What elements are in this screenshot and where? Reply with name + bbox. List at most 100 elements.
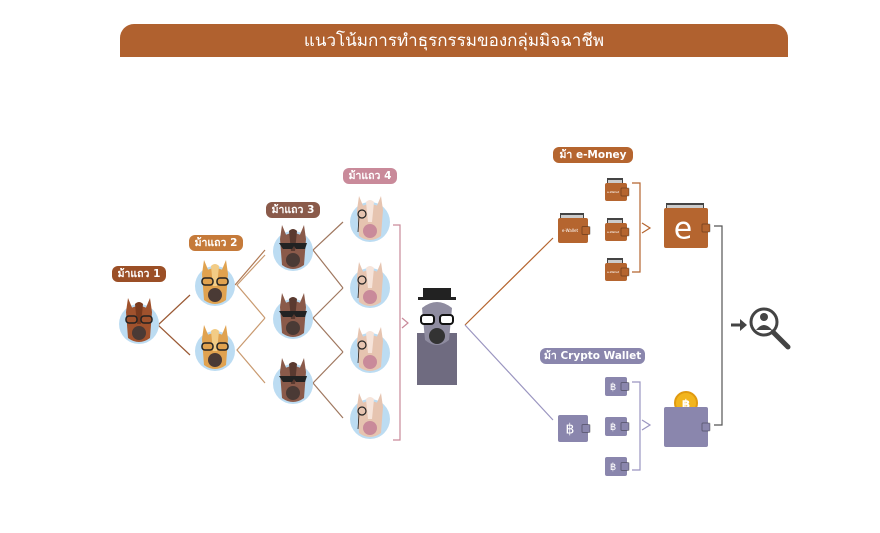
horse-avatar xyxy=(119,298,159,344)
wallet-body xyxy=(664,208,708,248)
person-body xyxy=(756,325,772,330)
wallet-label: ฿ xyxy=(610,382,616,393)
connector-crypto xyxy=(464,324,554,421)
label-row-4: ม้าแถว 4 xyxy=(343,168,397,184)
wallet-clasp xyxy=(701,223,711,233)
connector xyxy=(236,317,266,384)
crypto-wallet-small: ฿ xyxy=(605,417,630,436)
wallet-clasp xyxy=(581,226,591,235)
card xyxy=(608,180,622,184)
wallet-clasp xyxy=(620,422,630,431)
label-row-1: ม้าแถว 1 xyxy=(112,266,166,282)
ewallet-small: e-Wallet xyxy=(605,258,630,281)
horse-muzzle xyxy=(208,288,222,302)
glasses-icon xyxy=(216,277,229,286)
wallet-clasp xyxy=(701,422,711,432)
monocle-chain xyxy=(357,347,360,364)
monocle-icon xyxy=(357,406,367,416)
glasses-icon xyxy=(439,314,454,325)
horse-muzzle xyxy=(429,328,445,344)
magnifier-handle xyxy=(770,329,791,350)
ewallet-large: e xyxy=(664,203,711,248)
wallet-body xyxy=(605,457,627,476)
wallet-label: ฿ xyxy=(610,462,616,473)
bracket-arrow xyxy=(641,419,652,431)
horse-avatar xyxy=(273,293,313,339)
arrow-head xyxy=(740,319,747,331)
wallet-body xyxy=(558,415,588,442)
horse-muzzle xyxy=(286,321,300,335)
horse-muzzle xyxy=(208,353,222,367)
connector xyxy=(312,287,344,353)
hat-brim xyxy=(418,297,456,300)
wallet-body xyxy=(605,263,627,281)
wallet-label: ฿ xyxy=(566,421,575,437)
wallet-clasp xyxy=(620,267,630,277)
wallet-body xyxy=(664,407,708,447)
hat-icon xyxy=(423,288,451,298)
ewallet-small: e-Wallet xyxy=(605,178,630,201)
wallet-body xyxy=(605,183,627,201)
wallet-body xyxy=(558,218,588,243)
wallet-label: e xyxy=(674,212,692,247)
connector-lines xyxy=(157,182,723,471)
label-crypto: ม้า Crypto Wallet xyxy=(540,348,645,364)
horse-muzzle xyxy=(286,253,300,267)
bracket xyxy=(393,224,401,441)
horse-avatar xyxy=(350,262,390,308)
horse-muzzle xyxy=(132,326,146,340)
wallet-clasp xyxy=(620,462,630,471)
horse-avatar xyxy=(273,358,313,404)
magnifier-lens xyxy=(749,307,779,337)
connector xyxy=(312,221,344,289)
card xyxy=(608,260,622,264)
glasses-icon xyxy=(216,342,229,351)
page-title: แนวโน้มการทำธุรกรรมของกลุ่มมิจฉาชีพ xyxy=(120,24,788,57)
horse-blaze xyxy=(366,266,374,288)
wallet-label: ฿ xyxy=(610,422,616,433)
glasses-icon xyxy=(140,315,153,324)
bracket-arrow xyxy=(401,317,409,329)
glasses-icon xyxy=(420,314,435,325)
horse-avatar xyxy=(350,327,390,373)
horse-avatar xyxy=(273,225,313,271)
label-row-3: ม้าแถว 3 xyxy=(266,202,320,218)
sunglasses-icon xyxy=(279,376,307,382)
card xyxy=(561,215,583,219)
wallet-body xyxy=(605,417,627,436)
horse-avatar xyxy=(195,260,235,306)
wallet-label: e-Wallet xyxy=(607,270,620,274)
ewallet-small: e-Wallet xyxy=(605,218,630,241)
horse-blaze xyxy=(366,200,374,222)
crypto-wallet-small: ฿ xyxy=(605,457,630,476)
bracket xyxy=(714,225,723,426)
boss-horse xyxy=(417,288,457,385)
person-head xyxy=(760,313,768,321)
horse-muzzle xyxy=(363,355,377,369)
horse-avatar xyxy=(195,325,235,371)
wallet-label: e-Wallet xyxy=(562,228,579,233)
horse-muzzle xyxy=(363,290,377,304)
magnifier-person-icon xyxy=(731,307,791,350)
connector xyxy=(236,254,266,319)
crypto-wallet-main: ฿ xyxy=(558,415,591,442)
bracket xyxy=(632,182,641,273)
connector-emoney xyxy=(464,237,554,326)
wallet-clasp xyxy=(620,382,630,391)
monocle-chain xyxy=(357,282,360,299)
wallet-label: e-Wallet xyxy=(607,230,620,234)
horse-muzzle xyxy=(363,421,377,435)
coin-symbol: ฿ xyxy=(682,397,690,411)
wallet-label: e-Wallet xyxy=(607,190,620,194)
wallet-clasp xyxy=(620,187,630,197)
glasses-icon xyxy=(201,342,214,351)
wallet-clasp xyxy=(620,227,630,237)
card xyxy=(608,220,622,224)
connector xyxy=(234,249,266,286)
wallet-body xyxy=(605,223,627,241)
horse-muzzle xyxy=(363,224,377,238)
monocle-icon xyxy=(357,340,367,350)
horse-avatar xyxy=(350,196,390,242)
